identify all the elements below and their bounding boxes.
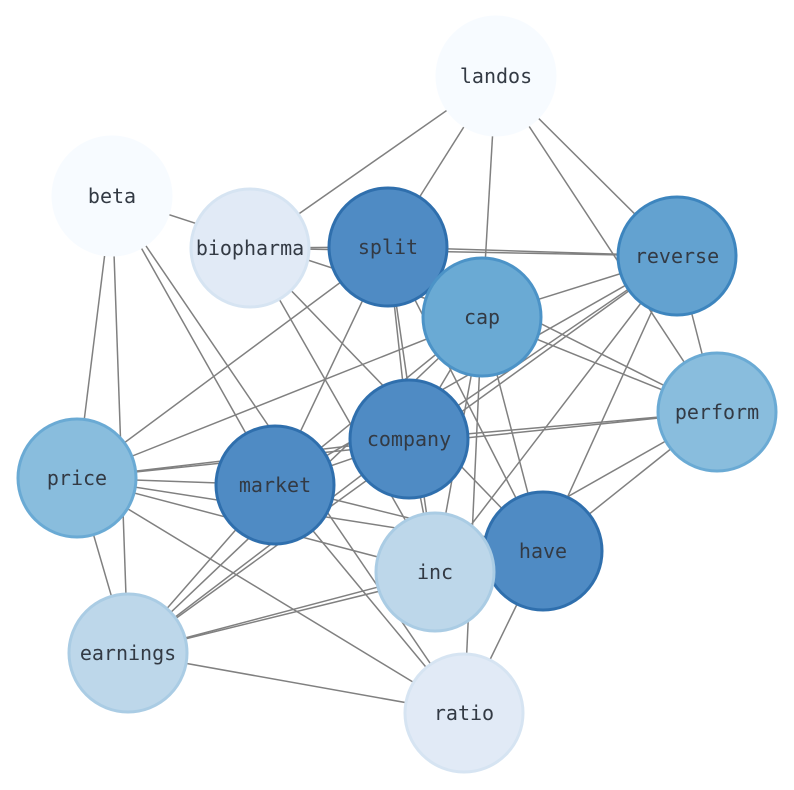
node-ratio[interactable]: ratio (403, 652, 525, 774)
node-circle-market (214, 424, 336, 546)
node-label-inc: inc (417, 560, 453, 584)
node-label-ratio: ratio (434, 701, 494, 725)
node-circle-reverse (616, 195, 738, 317)
edge-beta-earnings (111, 195, 129, 654)
node-label-market: market (239, 473, 311, 497)
node-biopharma[interactable]: biopharma (189, 187, 311, 309)
node-circle-split (327, 186, 449, 308)
node-market[interactable]: market (214, 424, 336, 546)
node-label-reverse: reverse (635, 244, 719, 268)
edge-split-price (76, 246, 389, 479)
node-label-biopharma: biopharma (196, 236, 304, 260)
node-label-earnings: earnings (80, 641, 176, 665)
node-label-cap: cap (464, 305, 500, 329)
node-label-company: company (367, 427, 451, 451)
node-circle-earnings (67, 592, 189, 714)
edge-cap-ratio (463, 316, 483, 714)
node-price[interactable]: price (16, 417, 138, 539)
node-circle-landos (435, 15, 557, 137)
edge-landos-perform (495, 75, 718, 413)
node-split[interactable]: split (327, 186, 449, 308)
node-have[interactable]: have (482, 490, 604, 612)
node-label-split: split (358, 235, 418, 259)
edge-biopharma-inc (249, 247, 436, 573)
node-circle-price (16, 417, 138, 539)
edge-biopharma-reverse (249, 247, 678, 257)
node-inc[interactable]: inc (374, 511, 496, 633)
node-label-landos: landos (460, 64, 532, 88)
node-label-perform: perform (675, 400, 759, 424)
edge-price-ratio (76, 477, 465, 714)
node-perform[interactable]: perform (656, 351, 778, 473)
node-label-price: price (47, 466, 107, 490)
node-company[interactable]: company (348, 378, 470, 500)
node-circle-cap (421, 256, 543, 378)
edge-cap-price (76, 316, 483, 479)
node-label-have: have (519, 539, 567, 563)
node-circle-ratio (403, 652, 525, 774)
node-cap[interactable]: cap (421, 256, 543, 378)
edge-reverse-inc (434, 255, 678, 573)
node-beta[interactable]: beta (51, 135, 173, 257)
node-circle-inc (374, 511, 496, 633)
node-earnings[interactable]: earnings (67, 592, 189, 714)
node-circle-beta (51, 135, 173, 257)
node-layer: landos beta biopharma split reverse cap perfor… (16, 15, 778, 774)
node-landos[interactable]: landos (435, 15, 557, 137)
node-label-beta: beta (88, 184, 136, 208)
node-circle-company (348, 378, 470, 500)
node-circle-perform (656, 351, 778, 473)
node-reverse[interactable]: reverse (616, 195, 738, 317)
node-circle-biopharma (189, 187, 311, 309)
